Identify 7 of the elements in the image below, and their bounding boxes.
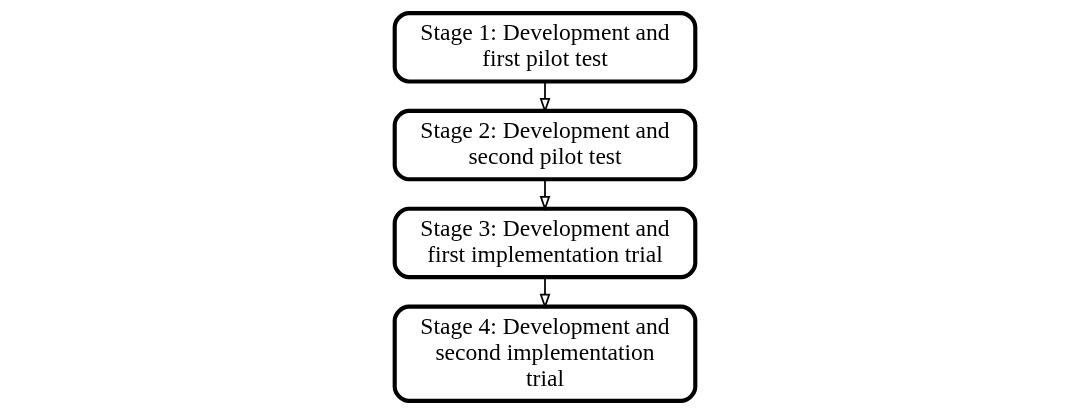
node-box: Stage 1: Development and first pilot test <box>392 11 698 84</box>
node-box: Stage 4: Development and second implementation trial <box>392 304 698 403</box>
arrow <box>539 178 551 212</box>
arrow <box>539 276 551 310</box>
arrow <box>539 80 551 114</box>
node-box: Stage 2: Development and second pilot test <box>392 108 698 182</box>
node-box: Stage 3: Development and first implementation trial <box>392 206 698 280</box>
